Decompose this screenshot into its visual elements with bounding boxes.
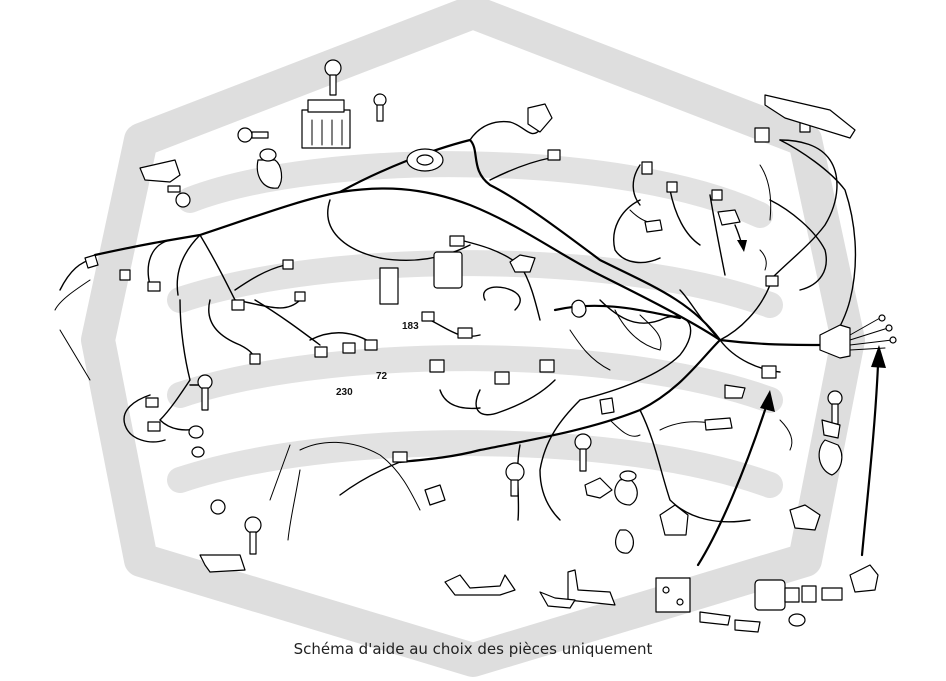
ref-label-183: 183	[402, 321, 419, 332]
relay-modules	[301, 99, 587, 318]
main-harness	[93, 138, 832, 464]
switch-assembly	[699, 564, 879, 633]
right-branch	[613, 139, 857, 373]
clips	[188, 148, 843, 627]
round-connector	[819, 314, 897, 359]
connectors	[119, 121, 811, 463]
ref-label-230: 230	[336, 387, 353, 398]
misc-parts	[84, 209, 767, 609]
lower-branch	[269, 379, 793, 523]
ref-label-72: 72	[376, 371, 388, 382]
left-branch	[54, 257, 206, 443]
panel-top-right	[764, 94, 856, 139]
pointer-arrows	[696, 224, 886, 567]
diagram-caption: Schéma d'aide au choix des pièces unique…	[293, 640, 653, 658]
brackets	[139, 103, 821, 613]
screws	[167, 59, 843, 555]
top-branch	[429, 120, 551, 337]
